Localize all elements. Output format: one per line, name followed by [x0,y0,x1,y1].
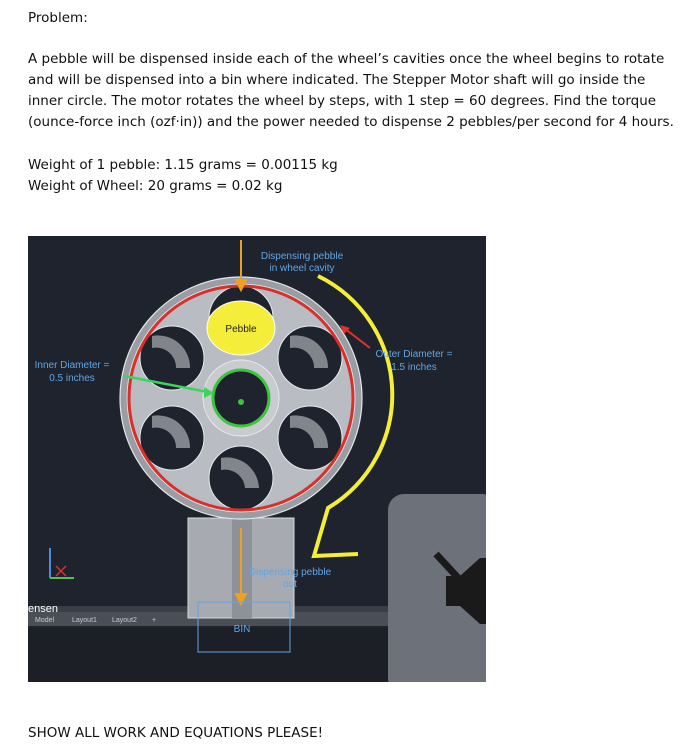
pebble-weight-text: Weight of 1 pebble: 1.15 grams = 0.00115… [28,157,338,173]
pebble [206,300,276,356]
muted-speaker-icon [433,551,486,624]
dispensing-out-label-line2: out [283,579,297,590]
tab-layout1[interactable]: Layout1 [72,617,97,624]
tab-layout2[interactable]: Layout2 [112,617,137,624]
ucs-axis-icon [49,548,74,579]
wheel-diagram-screenshot: Pebble Dispensing pebble in wheel cavity… [28,236,486,682]
bin-outline [197,601,291,653]
left-fragment-text: ensen [28,603,58,615]
outer-diameter-label-line2: 1.5 inches [391,362,437,373]
problem-statement: A pebble will be dispensed inside each o… [28,49,678,133]
wheel-diagram: Pebble Dispensing pebble in wheel cavity… [28,240,486,682]
arrow-head [340,325,350,334]
outer-diameter-label-line1: Outer Diameter = [376,349,453,360]
footer-instruction: SHOW ALL WORK AND EQUATIONS PLEASE! [28,725,324,741]
cad-tab-bar [28,612,388,626]
video-overlay-panel [388,494,486,682]
wheel-weight-text: Weight of Wheel: 20 grams = 0.02 kg [28,178,283,194]
tab-model[interactable]: Model [35,617,55,624]
shaft-center-dot [238,399,244,405]
dispensing-arrows [234,240,248,607]
tab-add[interactable]: + [152,617,156,624]
outer-diameter-arrow [343,327,371,349]
pebble-label: Pebble [225,324,257,335]
inner-diameter-arrow [123,374,209,394]
problem-line: inner circle. The motor rotates the whee… [28,93,657,109]
arrow-head [234,279,248,293]
arrow-head [234,593,248,607]
wheel-cavity [208,445,274,511]
dispensing-path [311,274,395,559]
inner-diameter-label-line2: 0.5 inches [49,373,95,384]
inner-circle-shaft-hole [211,368,271,428]
dispensing-out-label-line1: Dispensing pebble [249,567,332,578]
problem-heading: Problem: [28,10,88,26]
dispensing-in-label-line2: in wheel cavity [269,263,334,274]
arrow-head [204,387,214,398]
problem-line: A pebble will be dispensed inside each o… [28,51,665,67]
dispensing-in-label-line1: Dispensing pebble [261,251,344,262]
cavity-shading [152,335,329,488]
problem-line: (ounce-force inch (ozf·in)) and the powe… [28,114,674,130]
bin-label: BIN [234,624,251,635]
inner-diameter-label-line1: Inner Diameter = [35,360,110,371]
problem-line: and will be dispensed into a bin where i… [28,72,646,88]
